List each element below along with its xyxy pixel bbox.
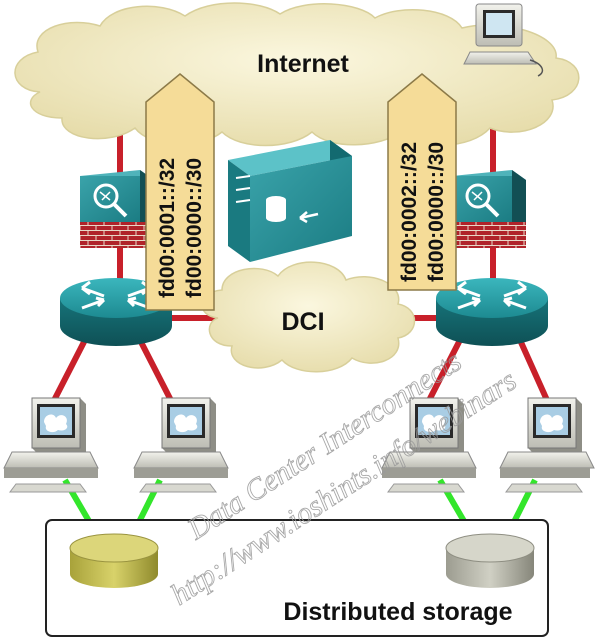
right-prefix-2: fd00:0000::/30 [425,142,448,282]
server-pc-3-icon [381,397,477,493]
server-pc-2-icon [133,397,229,493]
storage-label: Distributed storage [283,598,512,626]
storage-disk-left-icon [69,533,159,588]
load-balancer-appliance-icon [228,140,352,262]
left-prefix-callout: fd00:0001::/32 fd00:0000::/30 [145,73,215,311]
right-firewall-icon [452,170,526,248]
internet-label: Internet [257,50,349,78]
left-firewall-icon [80,170,154,248]
storage-frame [45,519,549,637]
storage-disk-right-icon [445,533,535,588]
server-pc-4-icon [499,397,595,493]
right-router-icon [436,278,548,346]
right-prefix-callout: fd00:0002::/32 fd00:0000::/30 [387,73,457,291]
dci-cloud: DCI [201,261,416,373]
distributed-storage-group: Distributed storage [45,519,549,637]
internet-host-icon [463,3,544,77]
left-prefix-2: fd00:0000::/30 [183,158,206,298]
right-prefix-1: fd00:0002::/32 [398,142,421,282]
left-prefix-1: fd00:0001::/32 [156,158,179,298]
server-pc-1-icon [3,397,99,493]
dci-label: DCI [281,308,324,336]
